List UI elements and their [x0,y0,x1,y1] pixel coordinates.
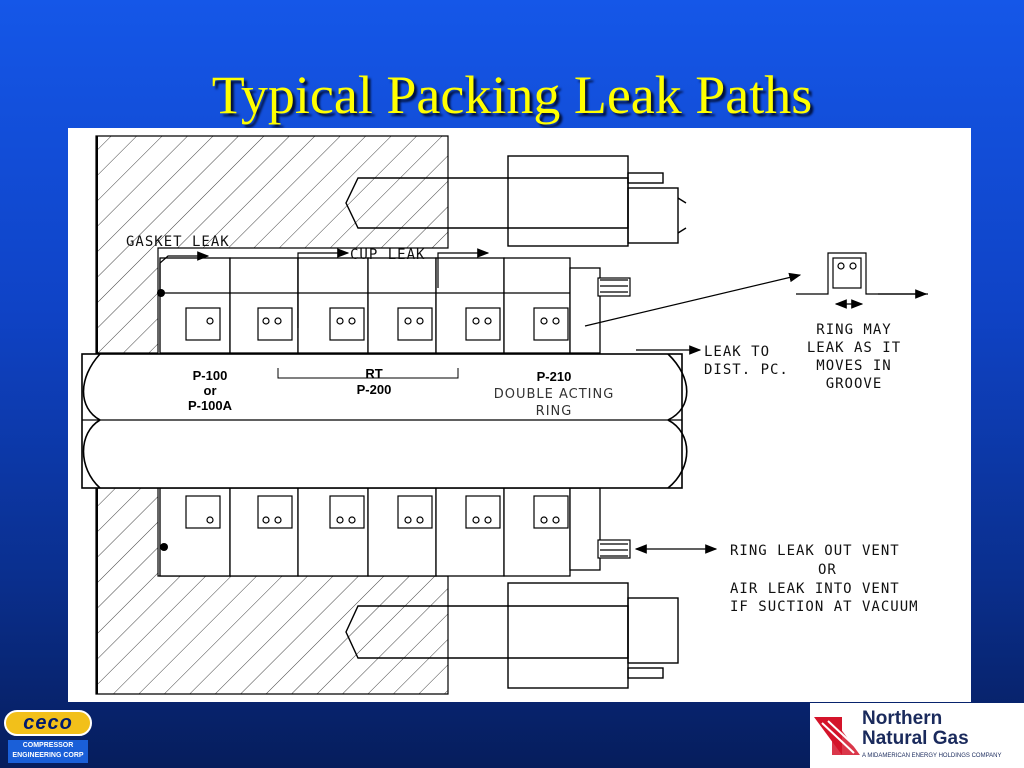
packing-diagram: GASKET LEAK CUP LEAK P-100 or P-100A RT … [68,128,971,702]
northern-natural-gas-logo: Northern Natural Gas A MIDAMERICAN ENERG… [810,703,1024,768]
ceco-sub-line2: ENGINEERING CORP [12,752,84,759]
ceco-subtitle: COMPRESSOR ENGINEERING CORP [8,740,88,763]
label-p210: P-210 [537,369,572,384]
label-cup-leak: CUP LEAK [350,247,425,263]
label-double-acting: DOUBLE ACTING [494,387,615,402]
leak-paths [159,248,802,554]
upper-bolt [345,155,687,247]
label-p200: P-200 [357,382,392,397]
label-air-leak-into-vent: AIR LEAK INTO VENT [730,581,900,597]
nng-mark-icon [814,717,860,755]
label-leak-as-it: LEAK AS IT [807,340,901,356]
label-p100-or: or [204,383,217,398]
label-moves-in: MOVES IN [816,358,891,374]
vent-fitting-lower [597,539,631,559]
lower-bolt [345,582,679,689]
packing-diagram-drawing: GASKET LEAK CUP LEAK P-100 or P-100A RT … [81,135,928,695]
label-groove: GROOVE [826,376,883,392]
label-or: OR [818,562,837,578]
label-leak-to: LEAK TO [704,344,770,360]
ring-detail-inset [796,252,928,309]
ring-grooves-lower [185,495,569,529]
ceco-logo: ceco COMPRESSOR ENGINEERING CORP [4,710,92,764]
label-p100a: P-100A [188,398,233,413]
rt-bracket [277,368,459,379]
ceco-wordmark: ceco [4,710,92,736]
vent-fitting-upper [597,277,631,297]
nng-tagline: A MIDAMERICAN ENERGY HOLDINGS COMPANY [862,753,1002,759]
label-rt: RT [365,366,382,381]
label-if-suction-at-vacuum: IF SUCTION AT VACUUM [730,599,919,615]
label-ring-leak-out-vent: RING LEAK OUT VENT [730,543,900,559]
nng-name: Northern Natural Gas [862,709,969,749]
label-double-acting-ring: RING [536,404,573,419]
label-gasket-leak: GASKET LEAK [126,234,230,250]
nng-name-line1: Northern [862,708,943,729]
label-dist-pc: DIST. PC. [704,362,789,378]
label-p100: P-100 [193,368,228,383]
label-ring-may: RING MAY [816,322,891,338]
piston-rod [81,353,688,489]
slide-title: Typical Packing Leak Paths [211,65,813,125]
lower-gasket-point [160,543,168,551]
ceco-sub-line1: COMPRESSOR [22,742,74,749]
nng-name-line2: Natural Gas [862,728,969,749]
ring-grooves-upper [185,307,569,341]
gasket-leak-point [157,289,165,297]
